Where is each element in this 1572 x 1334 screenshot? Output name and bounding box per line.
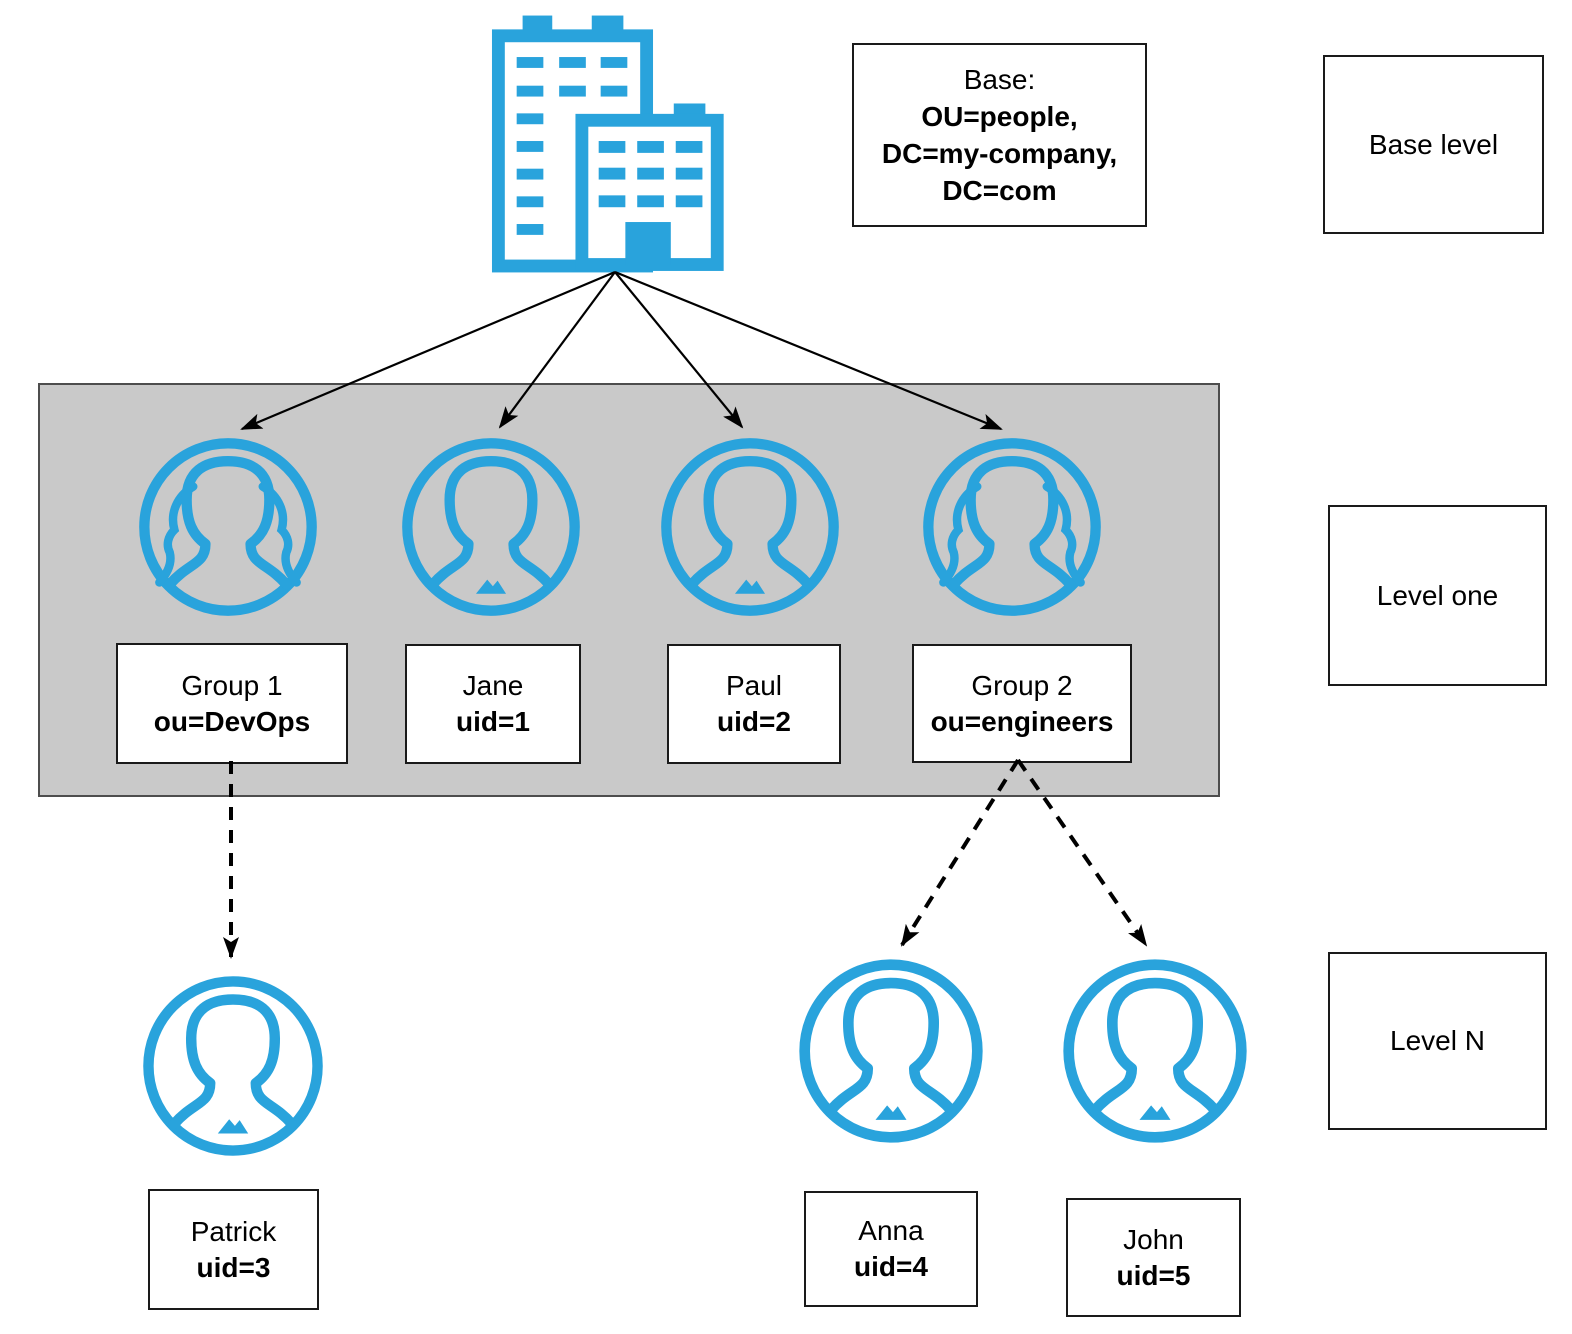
building-icon <box>490 12 737 274</box>
node-name: Jane <box>462 670 524 701</box>
node-attr: uid=3 <box>196 1251 271 1283</box>
node-box-group1: Group 1 ou=DevOps <box>116 643 348 764</box>
person-icon <box>397 433 585 621</box>
base-level-label: Base level <box>1368 128 1499 160</box>
node-attr: ou=engineers <box>930 705 1114 737</box>
node-name: Anna <box>858 1215 924 1246</box>
base-dn-line: DC=my-company, <box>881 138 1118 169</box>
node-box-jane: Jane uid=1 <box>405 644 581 764</box>
person-icon <box>794 954 988 1148</box>
node-attr: ou=DevOps <box>153 705 311 737</box>
base-dn-title: Base: <box>963 64 1036 95</box>
level-n-label-box: Level N <box>1328 952 1547 1130</box>
person-icon <box>1058 954 1252 1148</box>
node-attr: uid=2 <box>717 706 791 737</box>
node-name: Patrick <box>190 1215 277 1247</box>
base-dn-line: DC=com <box>942 175 1057 206</box>
node-box-paul: Paul uid=2 <box>667 644 841 764</box>
node-name: Group 1 <box>181 669 283 701</box>
node-attr: uid=1 <box>456 706 530 737</box>
node-attr: uid=4 <box>854 1251 928 1282</box>
node-name: Paul <box>725 670 783 701</box>
base-dn-line: OU=people, <box>921 101 1078 132</box>
group-icon <box>134 433 322 621</box>
base-dn-box: Base: OU=people, DC=my-company, DC=com <box>852 43 1147 227</box>
level-n-label: Level N <box>1390 1025 1485 1056</box>
person-icon <box>656 433 844 621</box>
node-box-anna: Anna uid=4 <box>804 1191 978 1307</box>
level-one-label: Level one <box>1376 579 1499 611</box>
level-one-label-box: Level one <box>1328 505 1547 686</box>
base-level-label-box: Base level <box>1323 55 1544 234</box>
person-icon <box>138 971 328 1161</box>
group-icon <box>918 433 1106 621</box>
node-attr: uid=5 <box>1116 1259 1191 1291</box>
node-name: John <box>1123 1223 1184 1255</box>
node-name: Group 2 <box>971 669 1073 701</box>
node-box-group2: Group 2 ou=engineers <box>912 644 1132 763</box>
node-box-patrick: Patrick uid=3 <box>148 1189 319 1310</box>
node-box-john: John uid=5 <box>1066 1198 1241 1317</box>
